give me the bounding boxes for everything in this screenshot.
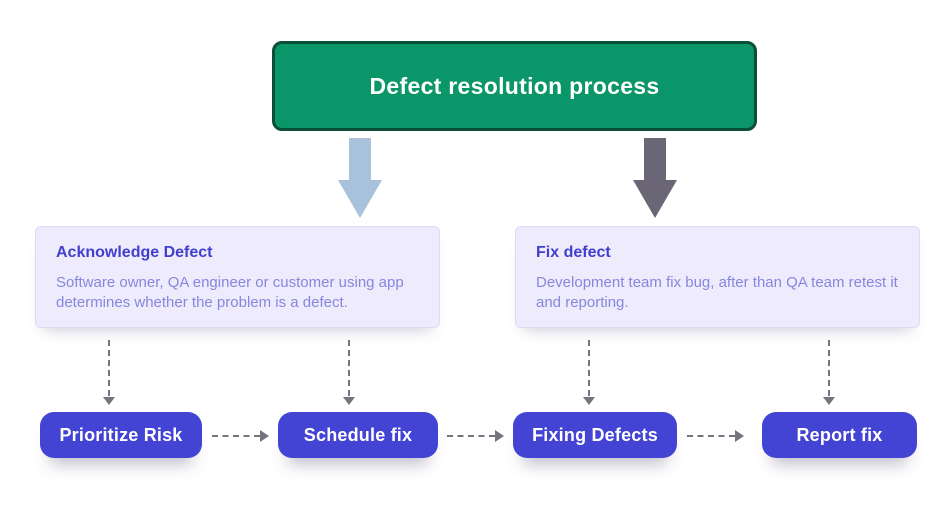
connector-line bbox=[348, 340, 350, 396]
dashed-arrow-down-2 bbox=[343, 340, 355, 406]
connector-line bbox=[828, 340, 830, 396]
stage-description: Software owner, QA engineer or customer … bbox=[56, 274, 404, 311]
stage-description: Development team fix bug, after than QA … bbox=[536, 274, 898, 311]
process-title-node: Defect resolution process bbox=[272, 41, 757, 131]
step-node-prioritize-risk: Prioritize Risk bbox=[40, 412, 202, 458]
dashed-arrow-right-1 bbox=[212, 430, 270, 442]
arrowhead-right-icon bbox=[735, 430, 744, 442]
arrowhead-right-icon bbox=[495, 430, 504, 442]
connector-line bbox=[212, 435, 260, 437]
step-label: Report fix bbox=[796, 424, 883, 445]
arrowhead-right-icon bbox=[260, 430, 269, 442]
arrowhead-down-icon bbox=[583, 397, 595, 405]
arrowhead-down-icon bbox=[823, 397, 835, 405]
connector-line bbox=[447, 435, 495, 437]
arrowhead-down-icon bbox=[103, 397, 115, 405]
dashed-arrow-right-3 bbox=[687, 430, 745, 442]
stage-node-acknowledge-defect: Acknowledge Defect Software owner, QA en… bbox=[35, 226, 440, 328]
stage-title: Fix defect bbox=[536, 244, 611, 261]
dashed-arrow-down-1 bbox=[103, 340, 115, 406]
connector-line bbox=[108, 340, 110, 396]
stage-title: Acknowledge Defect bbox=[56, 244, 213, 261]
stage-node-fix-defect: Fix defect Development team fix bug, aft… bbox=[515, 226, 920, 328]
step-label: Schedule fix bbox=[303, 424, 413, 445]
connector-line bbox=[687, 435, 735, 437]
step-node-fixing-defects: Fixing Defects bbox=[513, 412, 677, 458]
step-node-schedule-fix: Schedule fix bbox=[278, 412, 438, 458]
arrowhead-down-icon bbox=[343, 397, 355, 405]
dashed-arrow-down-4 bbox=[823, 340, 835, 406]
step-label: Fixing Defects bbox=[532, 424, 658, 445]
block-arrow-down-left-icon bbox=[338, 138, 382, 218]
step-label: Prioritize Risk bbox=[59, 424, 183, 445]
block-arrow-down-right-icon bbox=[633, 138, 677, 218]
dashed-arrow-down-3 bbox=[583, 340, 595, 406]
process-title: Defect resolution process bbox=[369, 72, 660, 99]
connector-line bbox=[588, 340, 590, 396]
step-node-report-fix: Report fix bbox=[762, 412, 917, 458]
dashed-arrow-right-2 bbox=[447, 430, 505, 442]
